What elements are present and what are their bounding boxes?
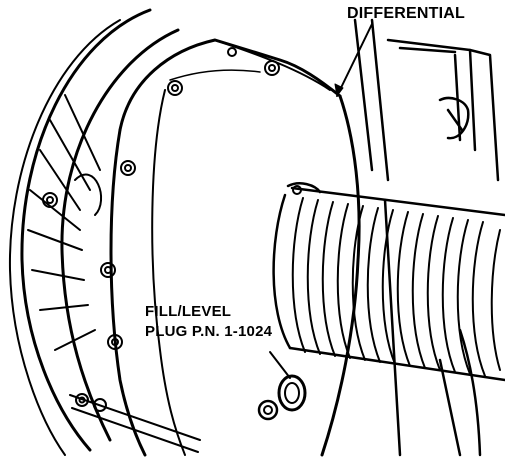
leader-arrowhead xyxy=(334,83,344,97)
fill-level-plug xyxy=(257,374,307,421)
wheel-spokes xyxy=(27,94,103,351)
differential-housing xyxy=(109,38,361,457)
fill-level-plug-label: FILL/LEVEL PLUG P.N. 1-1024 xyxy=(145,302,272,342)
frame-structure xyxy=(353,18,500,457)
leader-lines xyxy=(269,23,373,379)
wheel-ring xyxy=(8,8,180,456)
fill-plug-label-line1: FILL/LEVEL xyxy=(145,303,232,320)
differential-label: DIFFERENTIAL xyxy=(347,5,465,22)
axle-boot xyxy=(272,182,505,382)
tie-rod xyxy=(69,394,201,453)
flange-bolts xyxy=(42,47,280,407)
fill-plug-label-line2: PLUG P.N. 1-1024 xyxy=(145,323,273,340)
